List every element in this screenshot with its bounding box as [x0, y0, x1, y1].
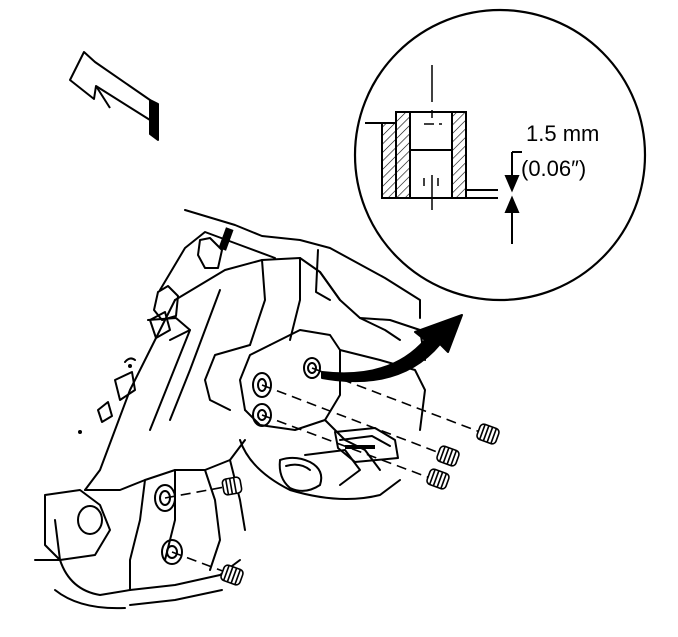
dimension-imperial-label: (0.06″) [521, 156, 586, 181]
plug-cross-section [365, 111, 498, 199]
engine-block [34, 209, 426, 610]
center-line [423, 65, 442, 210]
engine-block-details [78, 227, 375, 449]
direction-arrow-icon [69, 51, 159, 141]
plug-icon [220, 423, 500, 586]
dimension-metric-label: 1.5 mm [526, 121, 599, 146]
callout-arrow-icon [321, 314, 463, 383]
install-lines [164, 367, 481, 574]
detail-view: 1.5 mm (0.06″) [353, 8, 647, 302]
dimension-arrows [504, 151, 522, 244]
